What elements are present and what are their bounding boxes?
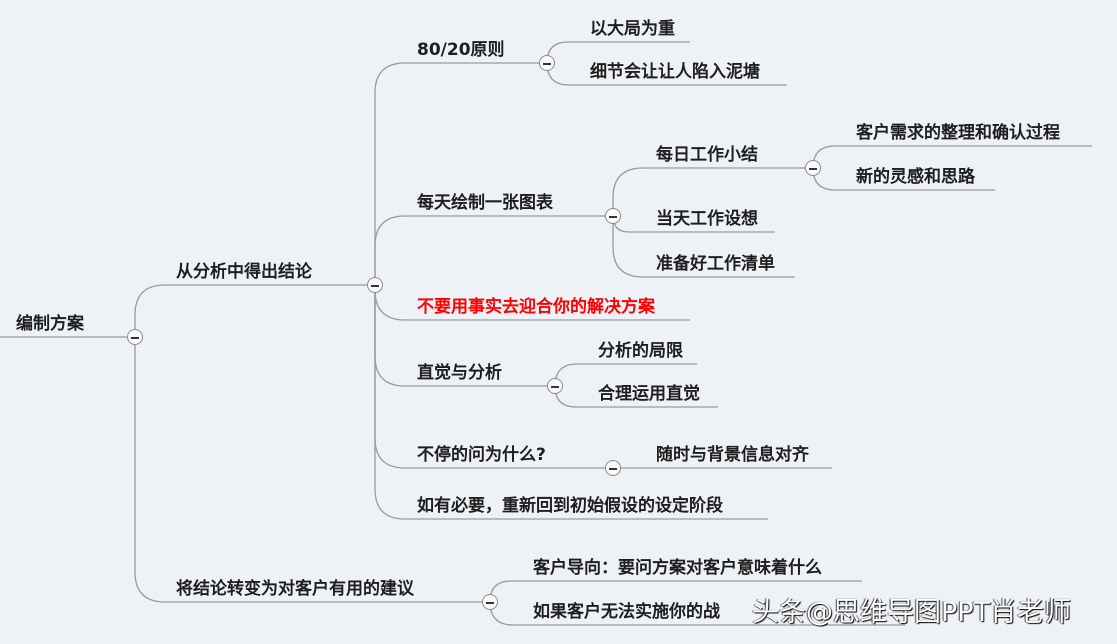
node-analysis-limits[interactable]: 分析的局限 [598,341,683,361]
connector [374,215,605,285]
node-warning[interactable]: 不要用事实去迎合你的解决方案 [417,297,655,317]
connector [546,41,690,64]
watermark: 头条@思维导图PPT肖老师 [752,597,1072,628]
collapse-toggle-root[interactable] [127,329,143,345]
connector [812,145,1092,169]
node-draw-conclusions[interactable]: 从分析中得出结论 [176,262,312,282]
node-daily-summary[interactable]: 每日工作小结 [656,145,758,165]
connector [374,62,539,285]
collapse-toggle-8020[interactable] [539,55,555,71]
node-day-plan[interactable]: 当天工作设想 [656,209,758,229]
collapse-toggle-client-advice[interactable] [482,594,498,610]
node-client-implement[interactable]: 如果客户无法实施你的战 [533,602,720,622]
node-details-trap[interactable]: 细节会让让人陷入泥塘 [590,62,760,82]
connector [134,284,367,337]
root-node[interactable]: 编制方案 [16,314,84,334]
node-new-ideas[interactable]: 新的灵感和思路 [856,167,975,187]
node-work-list[interactable]: 准备好工作清单 [656,254,775,274]
collapse-toggle-intuition[interactable] [547,378,563,394]
node-align-context[interactable]: 随时与背景信息对齐 [656,445,809,465]
connector [134,337,482,603]
collapse-toggle-daily-chart[interactable] [605,208,621,224]
collapse-toggle-conclusions[interactable] [367,277,383,293]
node-daily-chart[interactable]: 每天绘制一张图表 [417,193,553,213]
collapse-toggle-daily-summary[interactable] [805,160,821,176]
collapse-toggle-why[interactable] [605,460,621,476]
connector [612,216,795,278]
node-ask-why[interactable]: 不停的问为什么? [417,445,546,465]
node-big-picture[interactable]: 以大局为重 [590,19,675,39]
node-client-needs[interactable]: 客户需求的整理和确认过程 [856,123,1060,143]
node-use-intuition[interactable]: 合理运用直觉 [598,384,700,404]
node-client-advice[interactable]: 将结论转变为对客户有用的建议 [176,579,414,599]
node-revisit[interactable]: 如有必要，重新回到初始假设的设定阶段 [417,496,723,516]
node-intuition-analysis[interactable]: 直觉与分析 [417,363,502,383]
connector [612,167,805,216]
connector [554,363,697,387]
connector [374,285,768,520]
node-8020-rule[interactable]: 80/20原则 [417,40,505,60]
node-client-oriented[interactable]: 客户导向：要问方案对客户意味着什么 [533,558,822,578]
